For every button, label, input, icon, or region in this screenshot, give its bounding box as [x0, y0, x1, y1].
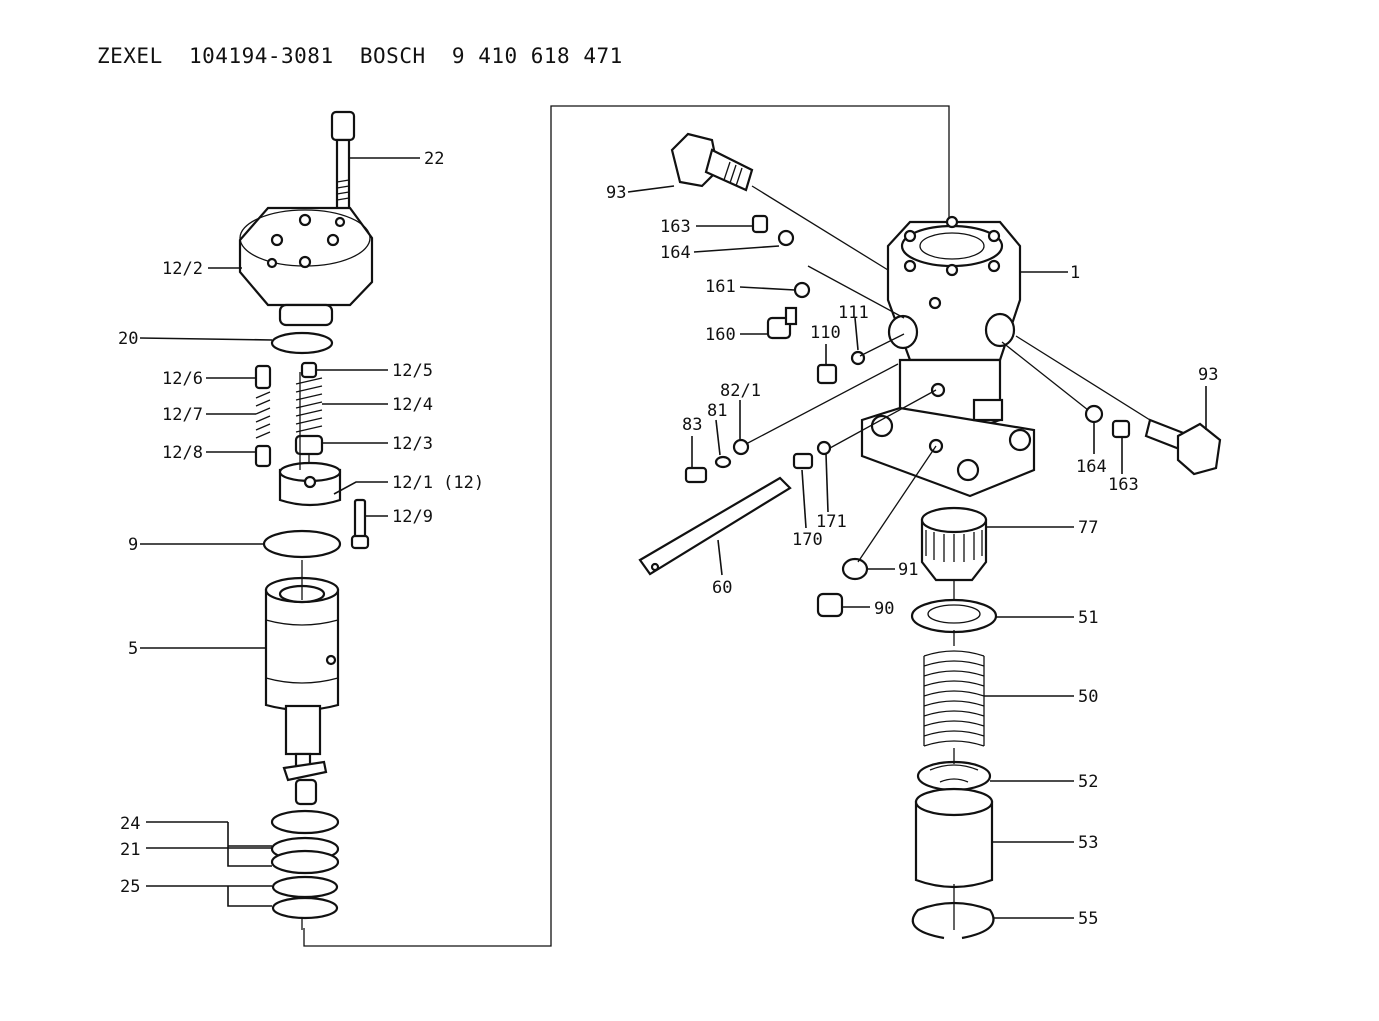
label-164-right: 164 [1076, 457, 1107, 477]
label-171: 171 [816, 512, 847, 532]
label-12-8: 12/8 [162, 443, 203, 463]
label-93-right: 93 [1198, 365, 1218, 385]
leader-lines [139, 157, 1207, 930]
label-20: 20 [118, 329, 138, 349]
part-9-o-ring [262, 529, 342, 559]
label-1: 1 [1070, 263, 1080, 283]
label-52: 52 [1078, 772, 1098, 792]
part-labels: 22 12/2 20 12/6 12/7 12/8 12/5 12/4 12/3… [118, 149, 1218, 929]
label-51: 51 [1078, 608, 1098, 628]
label-12-6: 12/6 [162, 369, 203, 389]
part-52-spring-seat-lower [916, 760, 992, 792]
label-90: 90 [874, 599, 894, 619]
plunger [282, 704, 328, 806]
part-51-spring-seat [910, 598, 998, 634]
part-12-2-head [238, 206, 374, 327]
label-60: 60 [712, 578, 732, 598]
label-21: 21 [120, 840, 140, 860]
label-163-right: 163 [1108, 475, 1139, 495]
part-number: 104194-3081 [189, 44, 334, 68]
part-93-banjo-bolt-right [1144, 418, 1222, 476]
label-82-1: 82/1 [720, 381, 761, 401]
label-161: 161 [705, 277, 736, 297]
label-81: 81 [707, 401, 727, 421]
label-111: 111 [838, 303, 869, 323]
label-12-2: 12/2 [162, 259, 203, 279]
label-93-top: 93 [606, 183, 626, 203]
assembly-connector-line [303, 105, 950, 947]
label-53: 53 [1078, 833, 1098, 853]
label-12-1: 12/1 (12) [392, 473, 484, 493]
part-20-o-ring [270, 331, 334, 355]
part-91-90-plug [816, 557, 869, 618]
label-12-5: 12/5 [392, 361, 433, 381]
label-110: 110 [810, 323, 841, 343]
label-24: 24 [120, 814, 140, 834]
label-12-7: 12/7 [162, 405, 203, 425]
label-163-top: 163 [660, 217, 691, 237]
diagram-title: ZEXEL 104194-3081 BOSCH 9 410 618 471 [97, 44, 623, 68]
brand-name: BOSCH [359, 44, 426, 68]
maker-name: ZEXEL [97, 44, 163, 68]
brand-number: 9 410 618 471 [451, 44, 623, 68]
part-1-pump-housing [860, 215, 1036, 498]
label-164-top: 164 [660, 243, 691, 263]
part-12-5-12-3-valve [294, 361, 324, 468]
part-50-spring [923, 650, 985, 747]
label-91: 91 [898, 560, 918, 580]
part-77-gear [920, 506, 988, 582]
part-12-9-screw [350, 498, 370, 550]
label-77: 77 [1078, 518, 1098, 538]
part-60-control-rod [638, 476, 792, 576]
label-170: 170 [792, 530, 823, 550]
label-9: 9 [128, 535, 138, 555]
label-12-9: 12/9 [392, 507, 433, 527]
part-53-tappet [914, 787, 994, 889]
part-24-21-25-washers [270, 809, 340, 920]
label-50: 50 [1078, 687, 1098, 707]
label-25: 25 [120, 877, 140, 897]
label-12-3: 12/3 [392, 434, 433, 454]
label-22: 22 [424, 149, 444, 169]
label-55: 55 [1078, 909, 1098, 929]
label-12-4: 12/4 [392, 395, 433, 415]
label-5: 5 [128, 639, 138, 659]
small-screws-right [684, 214, 1131, 484]
part-93-banjo-bolt-top [670, 132, 754, 192]
part-12-1-body [278, 461, 342, 507]
part-55-snap-ring [911, 901, 995, 940]
part-12-6-12-8-pin [254, 364, 272, 468]
part-5-barrel [264, 576, 340, 712]
part-22-bolt [330, 110, 356, 212]
label-83: 83 [682, 415, 702, 435]
label-160: 160 [705, 325, 736, 345]
